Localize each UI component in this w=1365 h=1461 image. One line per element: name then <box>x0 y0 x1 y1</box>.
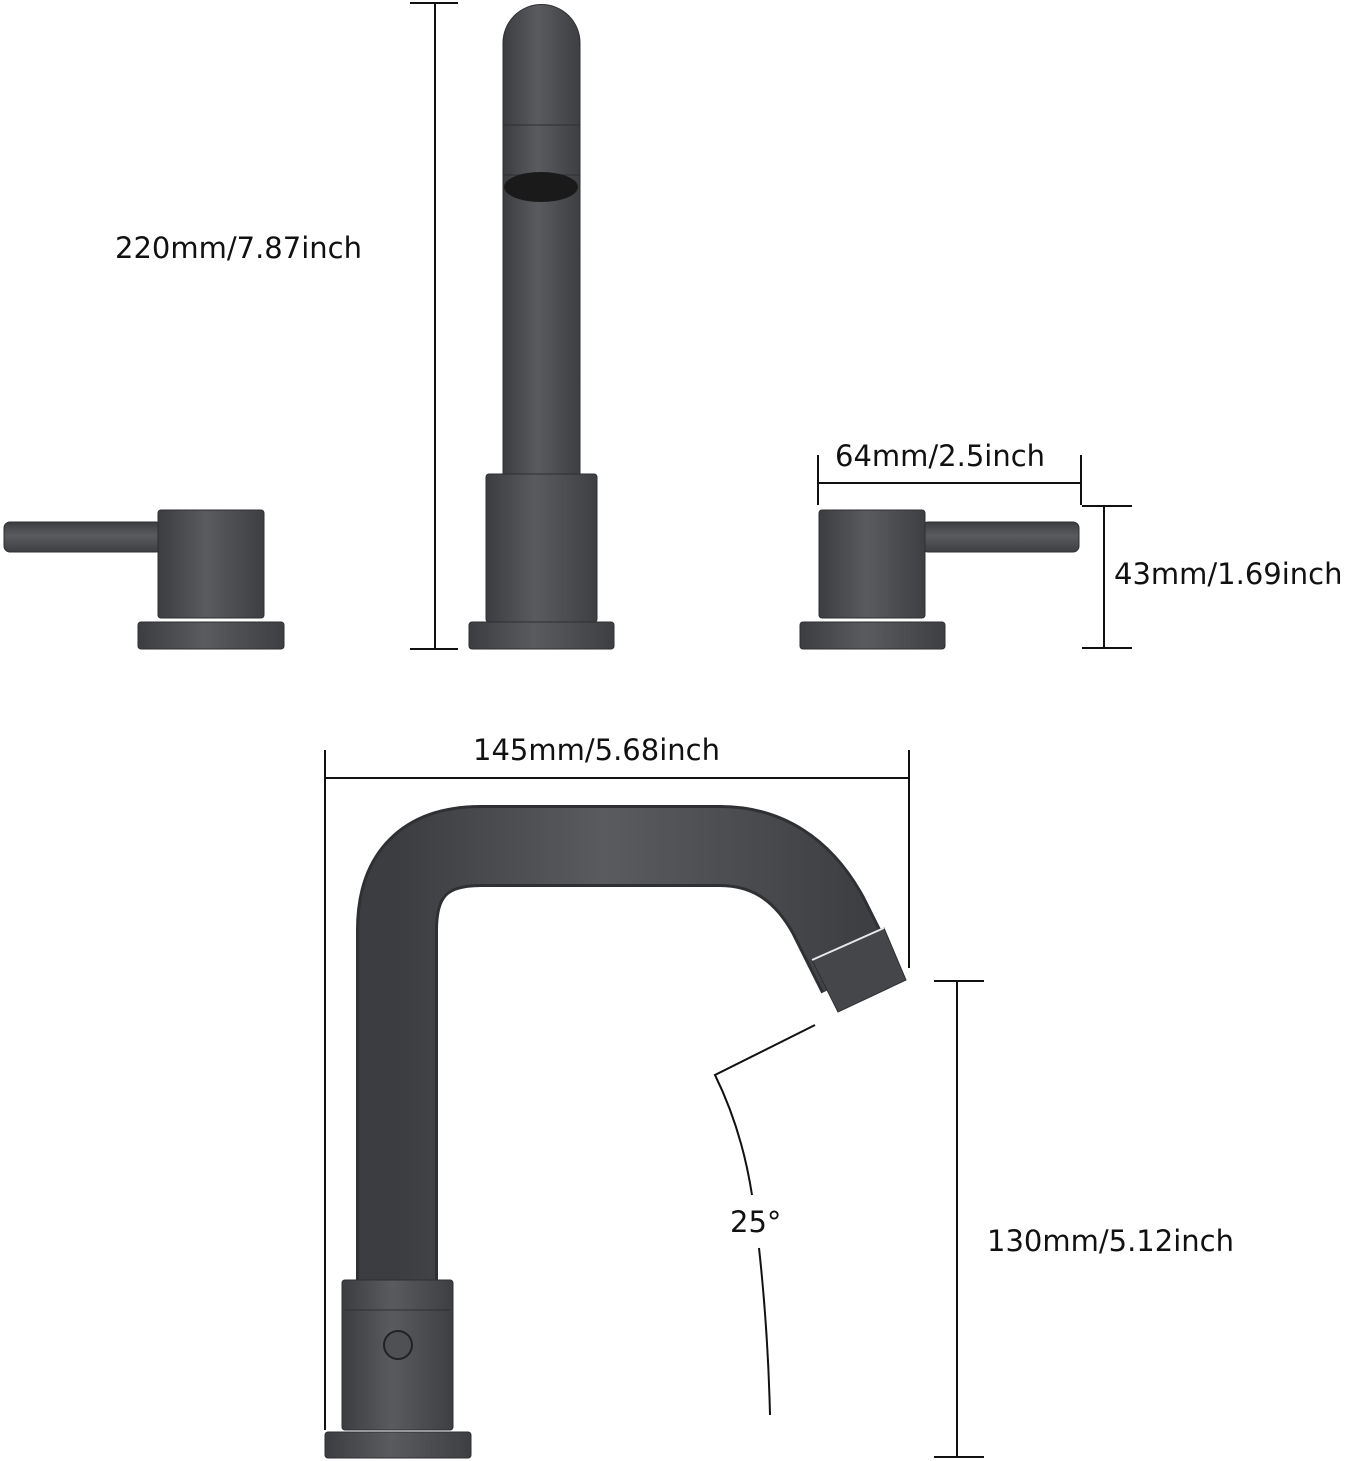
aerator-icon <box>504 172 578 202</box>
handle-height-label: 43mm/1.69inch <box>1114 557 1343 591</box>
swivel-angle-indicator: 25° <box>713 1024 816 1416</box>
height-label: 220mm/7.87inch <box>115 231 362 265</box>
spout-side-view <box>324 805 907 1459</box>
handle-height-dimension: 43mm/1.69inch <box>1082 505 1343 649</box>
height-dimension: 220mm/7.87inch <box>115 2 458 650</box>
left-handle <box>3 509 285 650</box>
handle-width-label: 64mm/2.5inch <box>835 439 1045 473</box>
right-handle <box>799 509 1080 650</box>
reach-dimension: 145mm/5.68inch <box>324 733 910 1430</box>
clearance-dimension: 130mm/5.12inch <box>934 980 1234 1458</box>
pop-up-button-icon <box>383 1330 413 1360</box>
handle-width-dimension: 64mm/2.5inch <box>817 439 1082 505</box>
reach-label: 145mm/5.68inch <box>473 733 720 767</box>
center-spout-front <box>468 4 615 650</box>
clearance-label: 130mm/5.12inch <box>987 1224 1234 1258</box>
swivel-angle-label: 25° <box>730 1205 781 1239</box>
